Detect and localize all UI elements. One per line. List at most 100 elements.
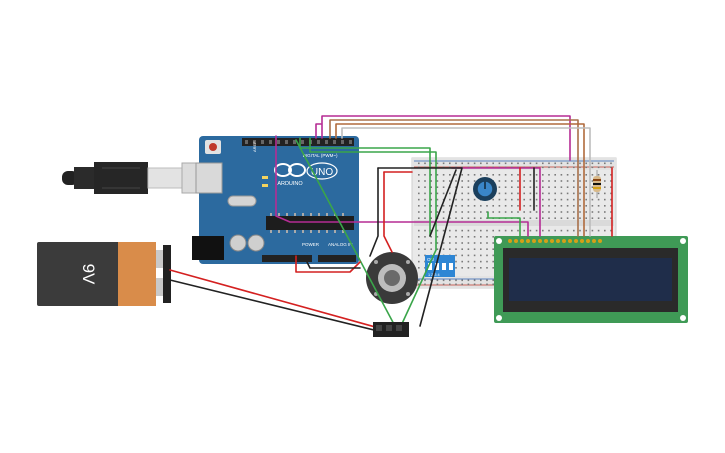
- breadboard-hole: [449, 192, 451, 195]
- breadboard-hole: [579, 186, 581, 188]
- breadboard-hole: [467, 211, 470, 213]
- breadboard-rail-hole: [566, 162, 569, 165]
- breadboard-hole: [498, 192, 501, 195]
- wire-magenta-mid[interactable]: [275, 135, 529, 237]
- breadboard-hole: [492, 260, 494, 263]
- breadboard-rail-hole: [511, 162, 513, 165]
- breadboard-hole: [504, 229, 507, 232]
- arduino-model-text: UNO: [311, 167, 333, 178]
- breadboard-hole: [523, 205, 525, 207]
- breadboard-rail-hole: [542, 166, 544, 169]
- lcd-screen: [509, 258, 672, 301]
- breadboard-hole: [442, 205, 445, 207]
- breadboard-hole: [461, 180, 463, 182]
- breadboard-hole: [597, 217, 600, 219]
- breadboard-hole: [548, 217, 550, 219]
- breadboard-hole: [511, 198, 513, 201]
- breadboard-hole: [573, 217, 575, 219]
- potentiometer[interactable]: [473, 177, 497, 201]
- breadboard-rail-hole: [449, 162, 451, 165]
- wire-magenta-top[interactable]: [321, 115, 571, 161]
- breadboard-rail-hole: [418, 162, 420, 165]
- breadboard-hole: [430, 192, 432, 195]
- battery-9v[interactable]: 9V: [37, 242, 171, 306]
- breadboard-hole: [461, 217, 463, 219]
- analog-header[interactable]: [318, 255, 356, 262]
- breadboard-hole: [486, 260, 488, 263]
- breadboard-hole: [535, 211, 538, 213]
- breadboard-hole: [585, 186, 587, 188]
- breadboard-hole: [480, 242, 482, 244]
- power-header[interactable]: [262, 255, 312, 262]
- breadboard-rail-hole: [418, 283, 420, 286]
- wire-brown[interactable]: [329, 119, 579, 237]
- breadboard-hole: [418, 174, 420, 176]
- breadboard-hole: [560, 217, 563, 219]
- breadboard-hole: [523, 211, 525, 213]
- breadboard-hole: [473, 211, 476, 213]
- breadboard-hole: [430, 236, 432, 238]
- breadboard-hole: [461, 242, 463, 244]
- analog-header-label: ANALOG IN: [328, 242, 353, 247]
- breadboard-hole: [467, 236, 470, 238]
- breadboard-hole: [585, 192, 587, 195]
- resistor: [593, 170, 601, 198]
- wire-black-battery[interactable]: [169, 279, 383, 333]
- breadboard-hole: [573, 211, 575, 213]
- breadboard-hole: [461, 254, 463, 257]
- wire-red-battery[interactable]: [169, 269, 387, 331]
- wire-black-ground[interactable]: [377, 167, 463, 327]
- breadboard-hole: [579, 205, 581, 207]
- breadboard-hole: [449, 248, 451, 250]
- breadboard-hole: [430, 242, 432, 244]
- dip-switch-toggle-3[interactable]: [442, 263, 446, 270]
- breadboard-hole: [461, 248, 463, 250]
- breadboard-hole: [418, 205, 420, 207]
- breadboard-hole: [591, 180, 594, 182]
- digital-header[interactable]: [242, 138, 354, 146]
- breadboard-rail-hole: [473, 279, 476, 282]
- breadboard-hole: [436, 174, 439, 176]
- breadboard-rail-hole: [486, 283, 488, 286]
- breadboard-hole: [597, 211, 600, 213]
- breadboard-hole: [492, 254, 494, 257]
- breadboard-hole: [436, 248, 439, 250]
- wire-gray[interactable]: [341, 127, 591, 237]
- wire-green-2[interactable]: [309, 137, 437, 329]
- breadboard-rail-hole: [486, 279, 488, 282]
- breadboard-hole: [480, 260, 482, 263]
- breadboard-hole: [591, 211, 594, 213]
- breadboard-hole: [529, 229, 532, 232]
- arduino-uno-board[interactable]: ARDUINO UNO DIGITAL (PWM~) AREF POWER AN…: [192, 136, 359, 264]
- breadboard-hole: [492, 248, 494, 250]
- lcd-16x2-display[interactable]: [494, 236, 688, 323]
- wire-connector-block[interactable]: [373, 322, 409, 337]
- breadboard-rail-hole: [585, 162, 587, 165]
- breadboard-hole: [461, 267, 463, 269]
- power-header-label: POWER: [302, 242, 320, 247]
- breadboard-rail-hole: [418, 279, 420, 282]
- dip-switch-toggle-4[interactable]: [449, 263, 453, 270]
- breadboard-rail-hole: [610, 166, 612, 169]
- breadboard-hole: [597, 198, 600, 201]
- breadboard-hole: [542, 186, 544, 188]
- wire-green-1[interactable]: [299, 137, 431, 237]
- breadboard-hole: [449, 198, 451, 201]
- breadboard-hole: [554, 211, 556, 213]
- breadboard-hole: [610, 211, 612, 213]
- breadboard-hole: [554, 205, 556, 207]
- breadboard-hole: [511, 229, 513, 232]
- dip-switch-toggle-1[interactable]: [428, 263, 432, 270]
- breadboard-hole: [517, 198, 519, 201]
- dip-switch-toggle-2[interactable]: [435, 263, 439, 270]
- breadboard-hole: [480, 211, 482, 213]
- dip-switch[interactable]: ON 1 2 3 4: [425, 255, 455, 277]
- breadboard-rail-hole: [430, 162, 432, 165]
- breadboard-hole: [461, 236, 463, 238]
- breadboard-rail-hole: [585, 166, 587, 169]
- breadboard-hole: [449, 180, 451, 182]
- servo-motor[interactable]: [366, 252, 418, 304]
- power-jack: [192, 236, 224, 260]
- breadboard-hole: [449, 236, 451, 238]
- breadboard-rail-hole: [449, 279, 451, 282]
